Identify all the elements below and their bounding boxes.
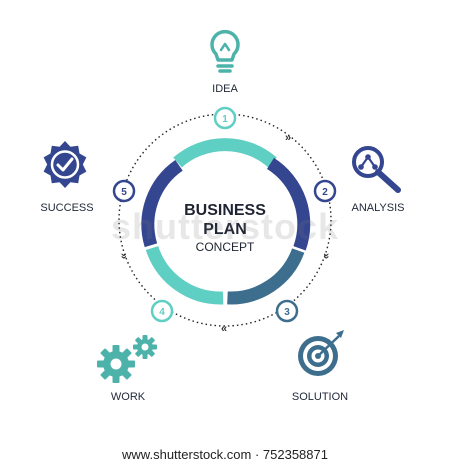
direction-mark: « [118, 253, 130, 259]
step-number: 2 [322, 187, 328, 198]
step-label: SOLUTION [292, 391, 348, 403]
step-work: 4 WORK [97, 299, 174, 403]
step-idea: 1 IDEA [210, 29, 240, 130]
step-number-circle [213, 106, 237, 130]
step-label: WORK [111, 391, 146, 403]
orbit-dotted-ring [118, 113, 332, 327]
step-number-circle [112, 179, 136, 203]
step-number: 1 [222, 114, 228, 125]
badge-check-icon [43, 141, 87, 188]
step-label: SUCCESS [40, 202, 93, 214]
ring-segment-solution [227, 248, 305, 305]
ring-segment-analysis [266, 157, 311, 251]
direction-mark: » [320, 253, 332, 259]
step-number: 4 [159, 307, 165, 318]
magnifier-icon [352, 146, 401, 193]
segmented-ring [141, 138, 311, 305]
step-number-circle [275, 299, 299, 323]
step-number-circle [150, 299, 174, 323]
ring-segment-idea [173, 138, 277, 168]
step-label: ANALYSIS [352, 202, 405, 214]
target-icon [298, 330, 344, 376]
title-line-plan: PLAN [203, 221, 247, 238]
watermark-bar [0, 442, 450, 470]
ring-segment-work [145, 245, 224, 305]
title-line-concept: CONCEPT [196, 240, 255, 254]
gears-icon [97, 335, 157, 383]
step-analysis: 2 ANALYSIS [313, 146, 405, 214]
ring-segment-success [141, 159, 183, 248]
step-solution: 3 SOLUTION [275, 299, 348, 403]
step-success: 5 SUCCESS [40, 141, 136, 214]
step-number: 5 [121, 187, 127, 198]
watermark-url: www.shutterstock.com · 752358871 [122, 447, 328, 462]
title-line-business: BUSINESS [184, 202, 266, 219]
direction-mark: « [221, 323, 227, 335]
lightbulb-icon [210, 29, 240, 73]
step-number-circle [313, 179, 337, 203]
step-label: IDEA [212, 83, 238, 95]
step-number: 3 [284, 307, 290, 318]
direction-mark: » [285, 132, 291, 144]
